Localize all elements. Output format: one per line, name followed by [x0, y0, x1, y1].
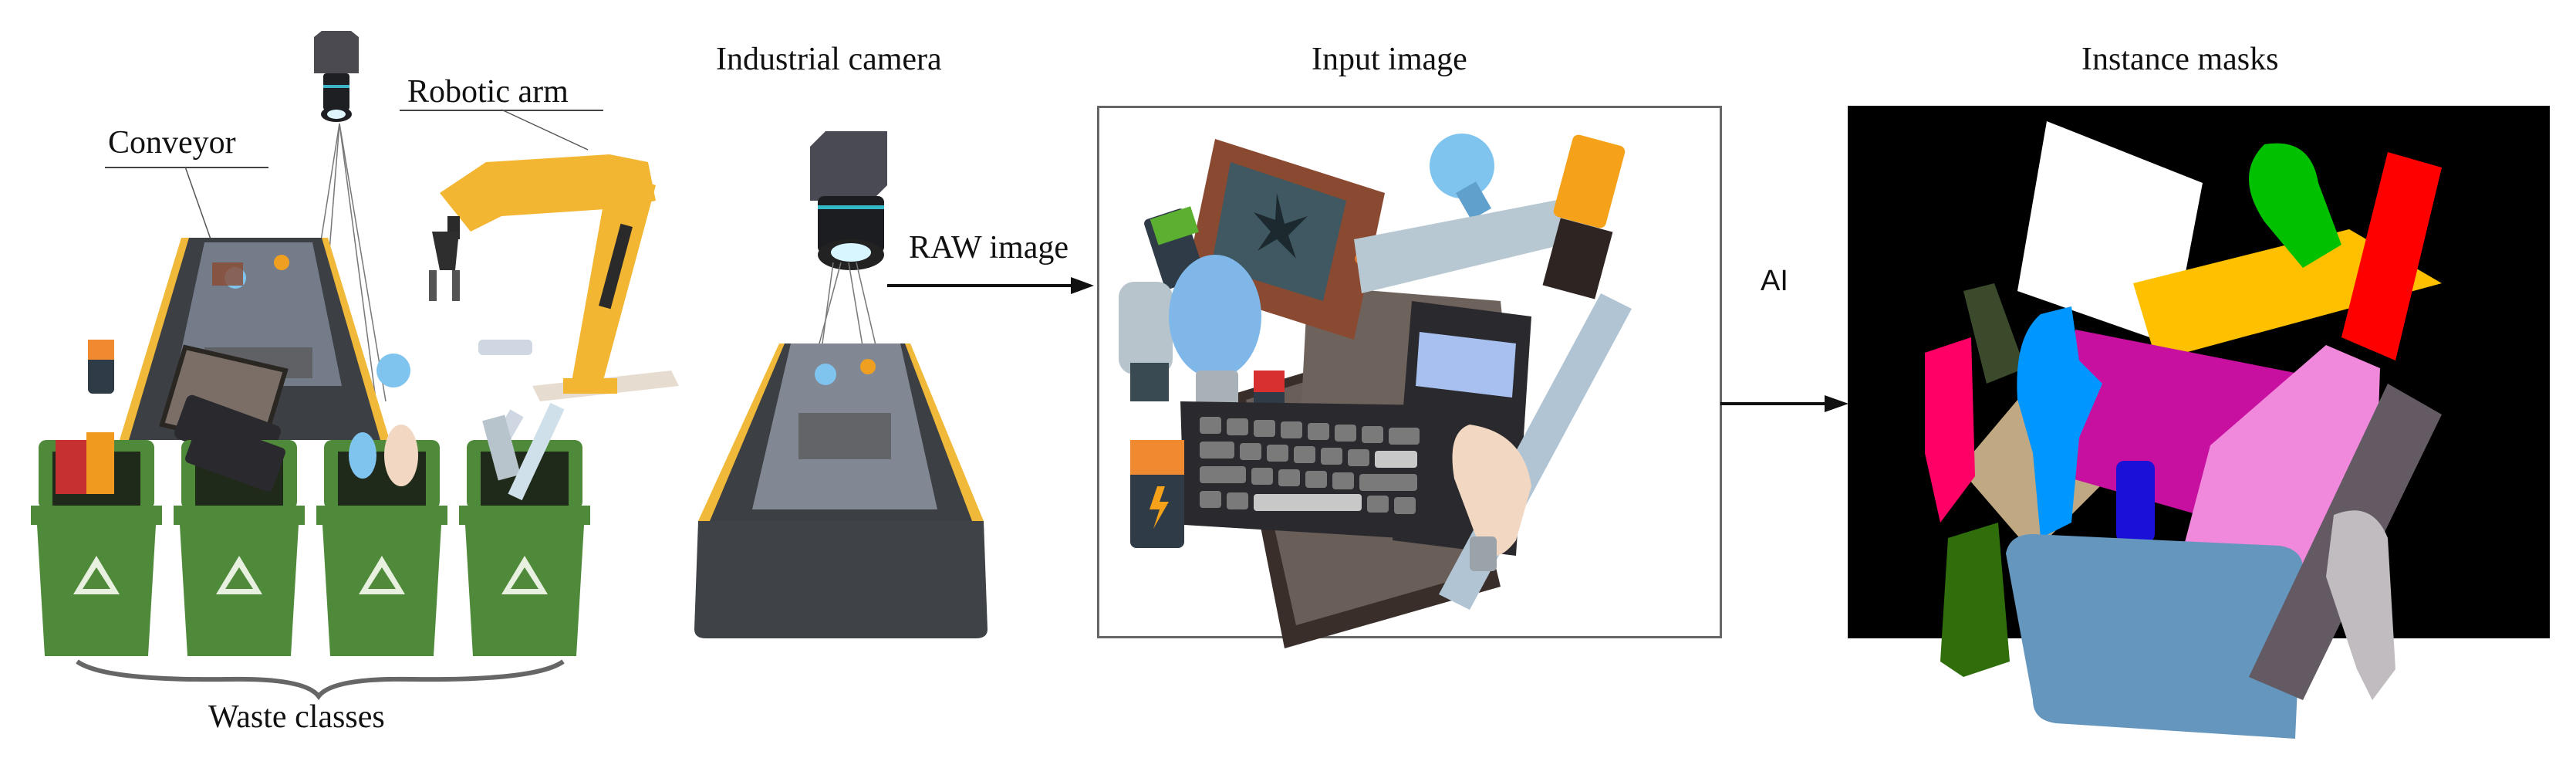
robotic-arm-label: Robotic arm — [407, 74, 569, 110]
conveyor-label: Conveyor — [108, 125, 236, 161]
input-image-frame — [1097, 106, 1722, 648]
robotic-arm-leader-line — [501, 109, 589, 151]
industrial-camera-icon — [810, 131, 887, 270]
scene-panel: Robotic arm Conveyor — [0, 0, 694, 758]
instance-masks-frame — [1848, 106, 2550, 739]
input-image-waste-collage — [1119, 134, 1632, 648]
ai-arrow — [1720, 395, 1848, 412]
waste-bin-2-icon — [174, 418, 305, 656]
instance-masks-title: Instance masks — [2081, 42, 2279, 77]
industrial-camera-title: Industrial camera — [716, 42, 942, 77]
robotic-arm-icon — [429, 154, 679, 401]
waste-classes-label: Waste classes — [208, 699, 385, 735]
overhead-camera-icon — [314, 31, 359, 122]
falling-waste-items — [88, 340, 524, 471]
robotic-arm-underline — [400, 110, 603, 111]
ai-label: AI — [1761, 265, 1788, 297]
waste-classes-brace — [76, 659, 565, 700]
input-image-title: Input image — [1312, 42, 1467, 77]
waste-bin-1-icon — [31, 432, 162, 656]
raw-image-arrow — [887, 277, 1094, 294]
waste-bin-3-icon — [316, 425, 447, 656]
instance-masks-image — [1925, 121, 2442, 739]
raw-image-label: RAW image — [909, 230, 1069, 266]
waste-bin-4-icon — [459, 402, 590, 656]
conveyor-belt-closeup-icon — [694, 343, 988, 638]
waste-bins — [31, 402, 602, 664]
conveyor-underline — [105, 167, 268, 168]
